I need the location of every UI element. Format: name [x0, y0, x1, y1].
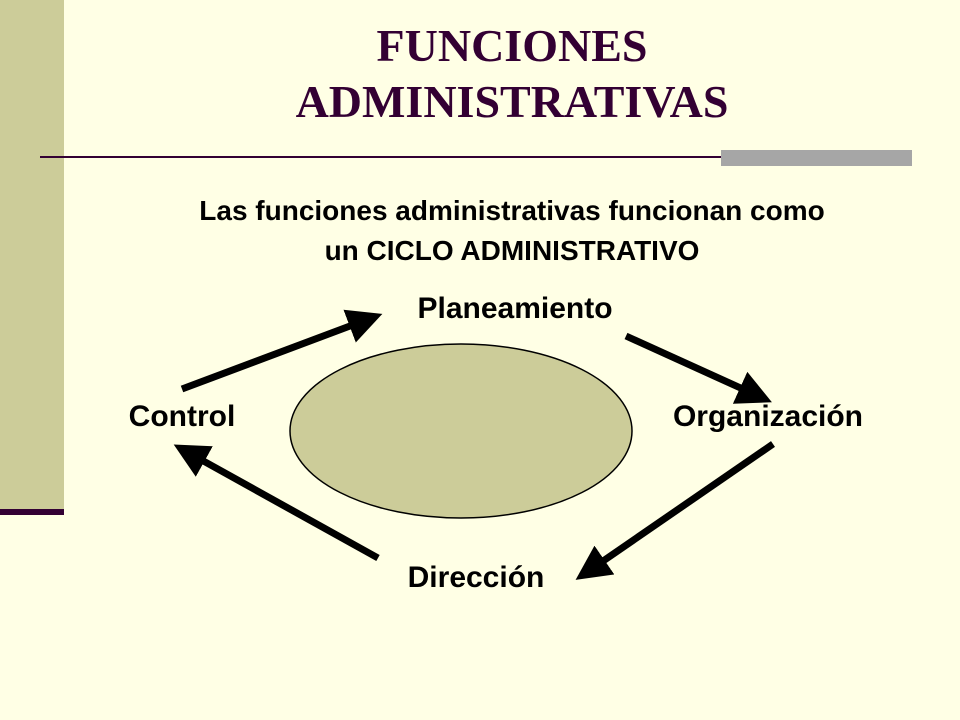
- title-line-2: ADMINISTRATIVAS: [295, 76, 729, 127]
- node-organizacion: Organización: [673, 400, 863, 433]
- cycle-center-ellipse: [289, 343, 633, 519]
- slide-subtitle: Las funciones administrativas funcionan …: [64, 191, 960, 271]
- side-accent-bar-foot: [0, 509, 64, 515]
- node-control: Control: [129, 400, 236, 433]
- node-direccion: Dirección: [408, 561, 545, 594]
- title-rule: [40, 156, 912, 158]
- arrow-direccion-to-control: [173, 444, 380, 562]
- subtitle-line-1: Las funciones administrativas funcionan …: [199, 195, 825, 226]
- node-planeamiento: Planeamiento: [417, 292, 612, 325]
- arrow-planeamiento-to-organizacion: [624, 332, 772, 404]
- arrow-organizacion-to-direccion: [575, 441, 775, 580]
- side-accent-bar: [0, 0, 64, 512]
- title-line-1: FUNCIONES: [376, 20, 648, 71]
- title-rule-accent: [721, 150, 912, 166]
- slide-title: FUNCIONES ADMINISTRATIVAS: [64, 18, 960, 130]
- subtitle-line-2: un CICLO ADMINISTRATIVO: [324, 235, 700, 266]
- arrow-control-to-planeamiento: [180, 309, 383, 393]
